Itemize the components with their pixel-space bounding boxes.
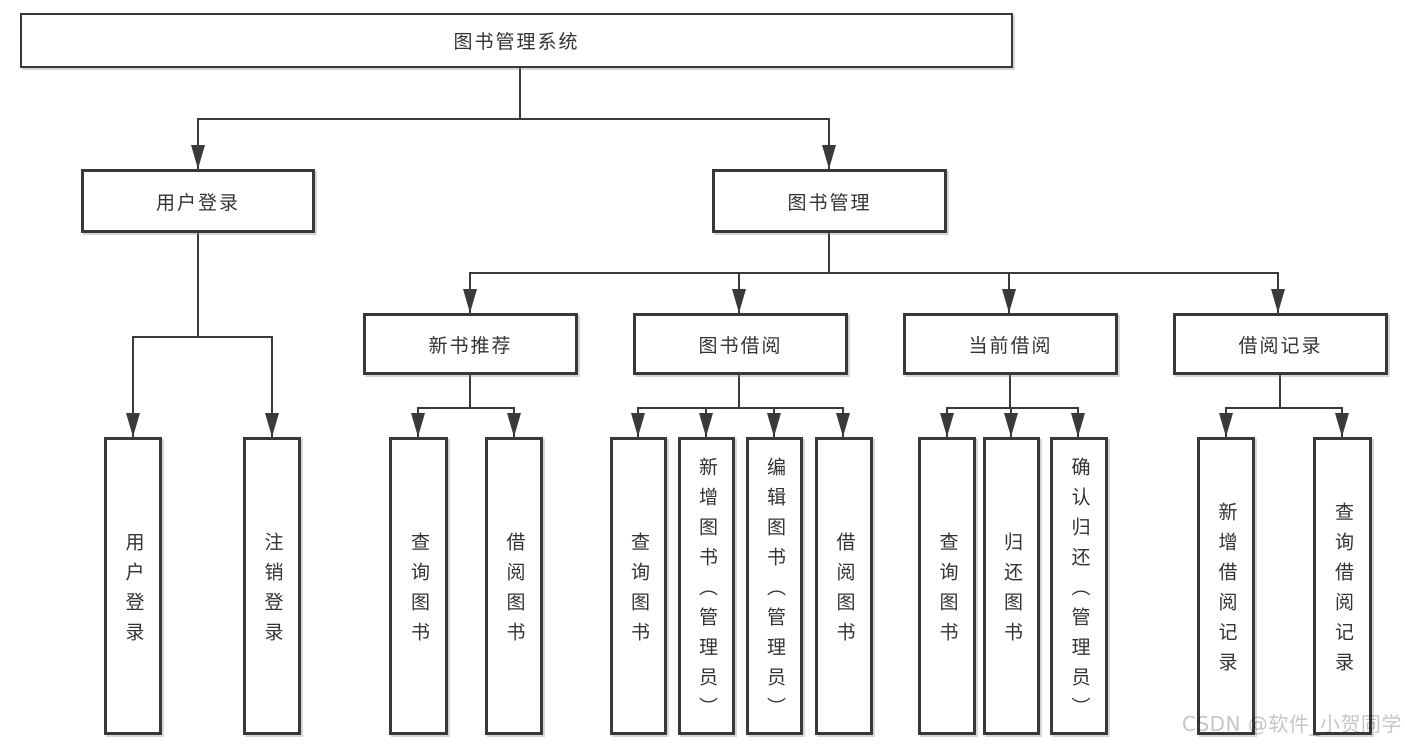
arrowhead-down-icon — [507, 413, 521, 437]
leaf-add-borrow-record: 新增借阅记录 — [1197, 437, 1255, 735]
node-label: 查询图书 — [936, 531, 959, 652]
leaf-borrow-books-recommend: 借阅图书 — [485, 437, 543, 735]
arrowhead-down-icon — [411, 413, 425, 437]
leaf-confirm-return-admin: 确认归还（管理员） — [1050, 437, 1108, 735]
leaf-logout: 注销登录 — [243, 437, 301, 735]
node-label: 查询图书 — [627, 531, 650, 652]
node-book-management: 图书管理 — [712, 169, 947, 233]
leaf-query-books-recommend: 查询图书 — [389, 437, 448, 735]
leaf-edit-book-admin: 编辑图书（管理员） — [746, 437, 803, 735]
arrowhead-down-icon — [767, 413, 781, 437]
arrowhead-down-icon — [1004, 413, 1018, 437]
node-label: 用户登录 — [122, 531, 145, 652]
connector-line-horizontal — [1225, 407, 1343, 409]
connector-line-vertical — [828, 233, 830, 272]
arrowhead-down-icon — [126, 413, 140, 437]
arrowhead-down-icon — [822, 145, 836, 169]
node-label: 借阅图书 — [503, 531, 526, 652]
arrowhead-down-icon — [463, 289, 477, 313]
leaf-return-book: 归还图书 — [983, 437, 1040, 735]
connector-line-vertical — [271, 336, 273, 437]
node-label: 注销登录 — [261, 531, 284, 652]
arrowhead-down-icon — [1271, 289, 1285, 313]
arrowhead-down-icon — [940, 413, 954, 437]
arrowhead-down-icon — [631, 413, 645, 437]
node-label: 图书管理 — [787, 191, 872, 214]
connector-line-vertical — [738, 375, 740, 408]
arrowhead-down-icon — [1002, 289, 1016, 313]
node-label: 图书借阅 — [698, 334, 783, 357]
connector-line-vertical — [469, 375, 471, 408]
node-label: 用户登录 — [155, 191, 240, 214]
leaf-query-books-borrowing: 查询图书 — [610, 437, 667, 735]
leaf-add-book-admin: 新增图书（管理员） — [678, 437, 735, 735]
node-new-book-recommend: 新书推荐 — [363, 313, 578, 375]
node-label: 确认归还（管理员） — [1068, 456, 1091, 727]
node-label: 图书管理系统 — [453, 31, 580, 53]
connector-line-vertical — [519, 68, 521, 118]
connector-line-horizontal — [637, 407, 844, 409]
arrowhead-down-icon — [699, 413, 713, 437]
node-label: 归还图书 — [1000, 531, 1023, 652]
node-label: 新增图书（管理员） — [695, 456, 718, 727]
connector-line-vertical — [1279, 375, 1281, 408]
leaf-query-books-current: 查询图书 — [918, 437, 976, 735]
arrowhead-down-icon — [265, 413, 279, 437]
node-label: 查询借阅记录 — [1331, 501, 1354, 682]
leaf-user-login: 用户登录 — [104, 437, 162, 735]
connector-line-horizontal — [197, 118, 830, 120]
connector-line-horizontal — [469, 272, 1279, 274]
arrowhead-down-icon — [836, 413, 850, 437]
arrowhead-down-icon — [191, 145, 205, 169]
arrowhead-down-icon — [1219, 413, 1233, 437]
node-user-login: 用户登录 — [81, 169, 315, 233]
connector-line-vertical — [197, 233, 199, 336]
node-label: 新增借阅记录 — [1215, 501, 1238, 682]
node-label: 查询图书 — [407, 531, 430, 652]
csdn-watermark: CSDN @软件_小贺同学 — [1182, 712, 1402, 736]
node-label: 借阅图书 — [833, 531, 856, 652]
leaf-borrow-books-borrowing: 借阅图书 — [815, 437, 873, 735]
leaf-query-borrow-record: 查询借阅记录 — [1313, 437, 1372, 735]
node-label: 当前借阅 — [968, 334, 1053, 357]
node-book-borrowing: 图书借阅 — [633, 313, 848, 375]
node-current-borrowing: 当前借阅 — [903, 313, 1118, 375]
node-label: 编辑图书（管理员） — [763, 456, 786, 727]
connector-line-vertical — [132, 336, 134, 437]
node-label: 新书推荐 — [428, 334, 513, 357]
node-library-management-system: 图书管理系统 — [20, 13, 1013, 68]
connector-line-vertical — [1009, 375, 1011, 408]
connector-line-horizontal — [132, 336, 273, 338]
connector-line-vertical — [197, 118, 199, 169]
connector-line-vertical — [828, 118, 830, 169]
node-label: 借阅记录 — [1238, 334, 1323, 357]
node-borrowing-records: 借阅记录 — [1173, 313, 1388, 375]
arrowhead-down-icon — [1071, 413, 1085, 437]
arrowhead-down-icon — [1335, 413, 1349, 437]
connector-line-horizontal — [417, 407, 515, 409]
arrowhead-down-icon — [732, 289, 746, 313]
connector-line-horizontal — [946, 407, 1079, 409]
